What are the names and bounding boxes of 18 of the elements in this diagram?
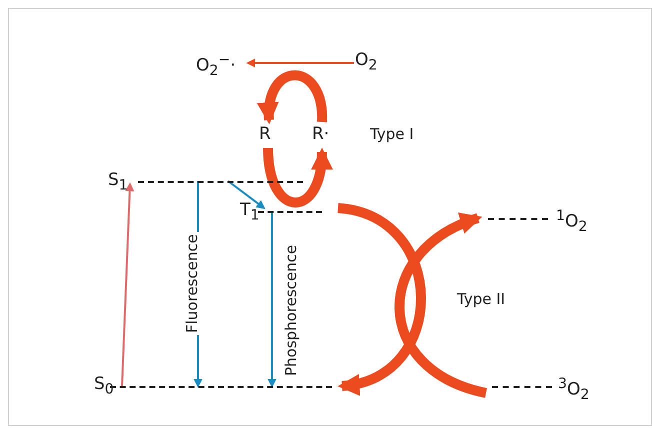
arrow	[246, 58, 354, 68]
arrow	[121, 182, 134, 386]
arrow	[268, 213, 276, 388]
species-label: O$_{2}$	[355, 50, 378, 76]
curved-arrow	[263, 148, 332, 208]
energy-level-label: $^{3}$O$_{2}$	[558, 375, 590, 406]
species-label: R	[259, 124, 271, 144]
energy-level-label: S$_{1}$	[108, 170, 128, 196]
species-label: O$_{2}$$^{−}$·	[196, 51, 236, 82]
reaction-type-label: Type I	[370, 125, 414, 143]
energy-level-label: $^{1}$O$_{2}$	[556, 207, 588, 238]
edge-label: Fluorescence	[183, 232, 201, 335]
curved-arrow	[394, 213, 488, 398]
reaction-type-label: Type II	[457, 290, 506, 308]
energy-level-label: T$_{1}$	[240, 200, 260, 226]
species-label: R·	[312, 124, 330, 144]
curved-arrow	[337, 203, 426, 394]
arrow	[227, 180, 266, 210]
